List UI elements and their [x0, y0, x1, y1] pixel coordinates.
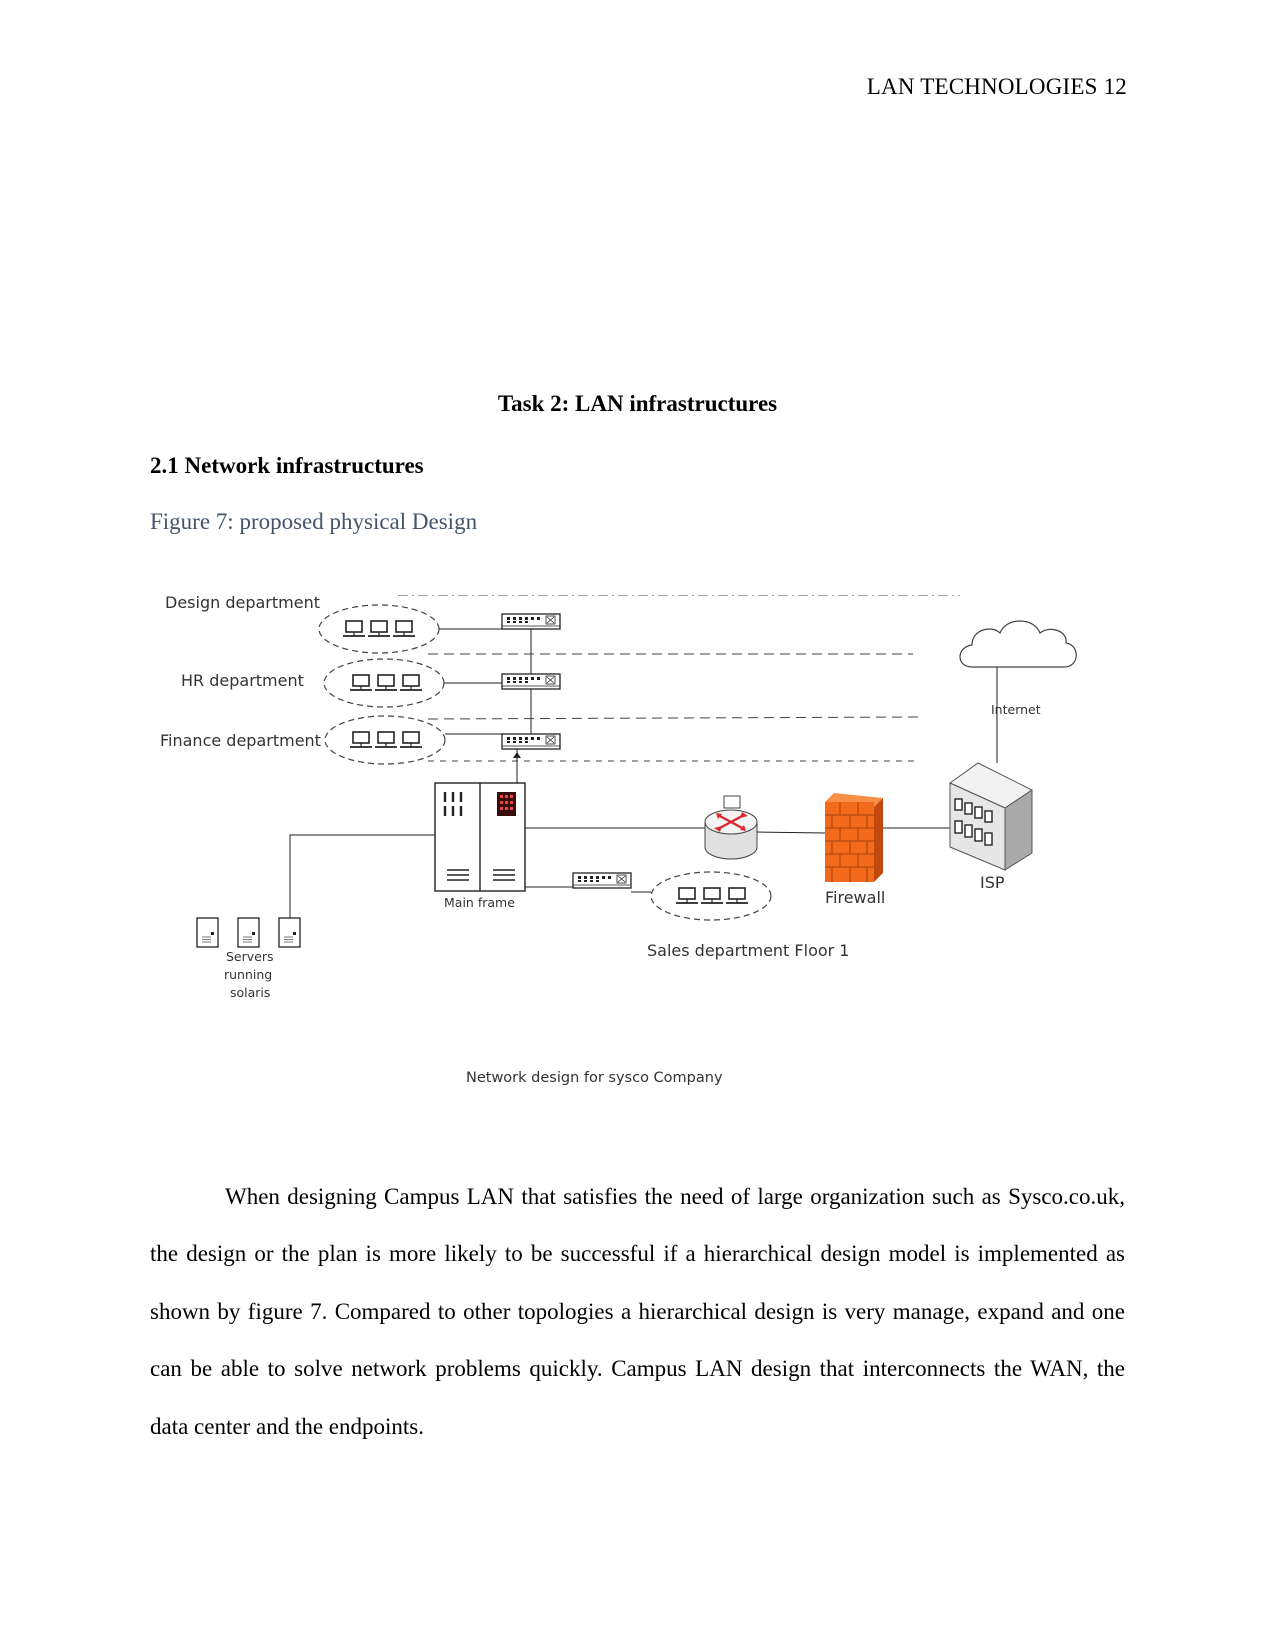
finance-department-pc-group — [324, 715, 446, 765]
internet-cloud-icon — [959, 620, 1077, 668]
pc-icon — [349, 674, 373, 691]
hr-switch-icon — [501, 673, 561, 690]
pc-icon — [374, 731, 398, 748]
isp-label: ISP — [980, 873, 1005, 892]
pc-icon — [399, 731, 423, 748]
pc-icon — [349, 731, 373, 748]
server-icon — [196, 917, 219, 948]
task-title: Task 2: LAN infrastructures — [497, 391, 778, 416]
hr-department-label: HR department — [181, 671, 304, 690]
server-icon — [237, 917, 260, 948]
pc-icon — [342, 620, 366, 637]
pc-icon — [392, 620, 416, 637]
design-department-pc-group — [318, 604, 440, 654]
finance-switch-icon — [501, 733, 561, 750]
design-department-label: Design department — [165, 595, 320, 612]
internet-label: Internet — [991, 702, 1041, 717]
pc-icon — [399, 674, 423, 691]
firewall-icon — [825, 793, 883, 882]
figure-caption: Figure 7: proposed physical Design — [150, 509, 478, 534]
sales-switch-icon — [572, 872, 632, 889]
servers-label-line3: solaris — [230, 985, 270, 1000]
diagram-caption: Network design for sysco Company — [466, 1070, 723, 1086]
router-icon — [704, 795, 758, 860]
pc-icon — [675, 887, 699, 904]
floor-line-3 — [427, 716, 921, 720]
body-paragraph: When designing Campus LAN that satisfies… — [150, 1184, 1125, 1439]
design-switch-icon — [501, 613, 561, 630]
mainframe-icon — [434, 782, 526, 892]
pc-icon — [725, 887, 749, 904]
section-heading: 2.1 Network infrastructures — [150, 453, 424, 478]
finance-department-label: Finance department — [160, 731, 321, 750]
servers-label-line1: Servers — [226, 949, 274, 964]
hr-department-pc-group — [323, 658, 445, 708]
pc-icon — [374, 674, 398, 691]
pc-icon — [700, 887, 724, 904]
sales-department-label: Sales department Floor 1 — [647, 941, 849, 960]
isp-building-icon — [949, 762, 1033, 871]
servers-label-line2: running — [224, 967, 272, 982]
sales-department-pc-group — [650, 871, 772, 921]
running-header: LAN TECHNOLOGIES 12 — [866, 74, 1127, 99]
server-icon — [278, 917, 301, 948]
mainframe-label: Main frame — [444, 895, 515, 910]
firewall-label: Firewall — [825, 888, 885, 907]
network-diagram: Design department HR department Finance … — [160, 595, 1077, 1086]
pc-icon — [367, 620, 391, 637]
